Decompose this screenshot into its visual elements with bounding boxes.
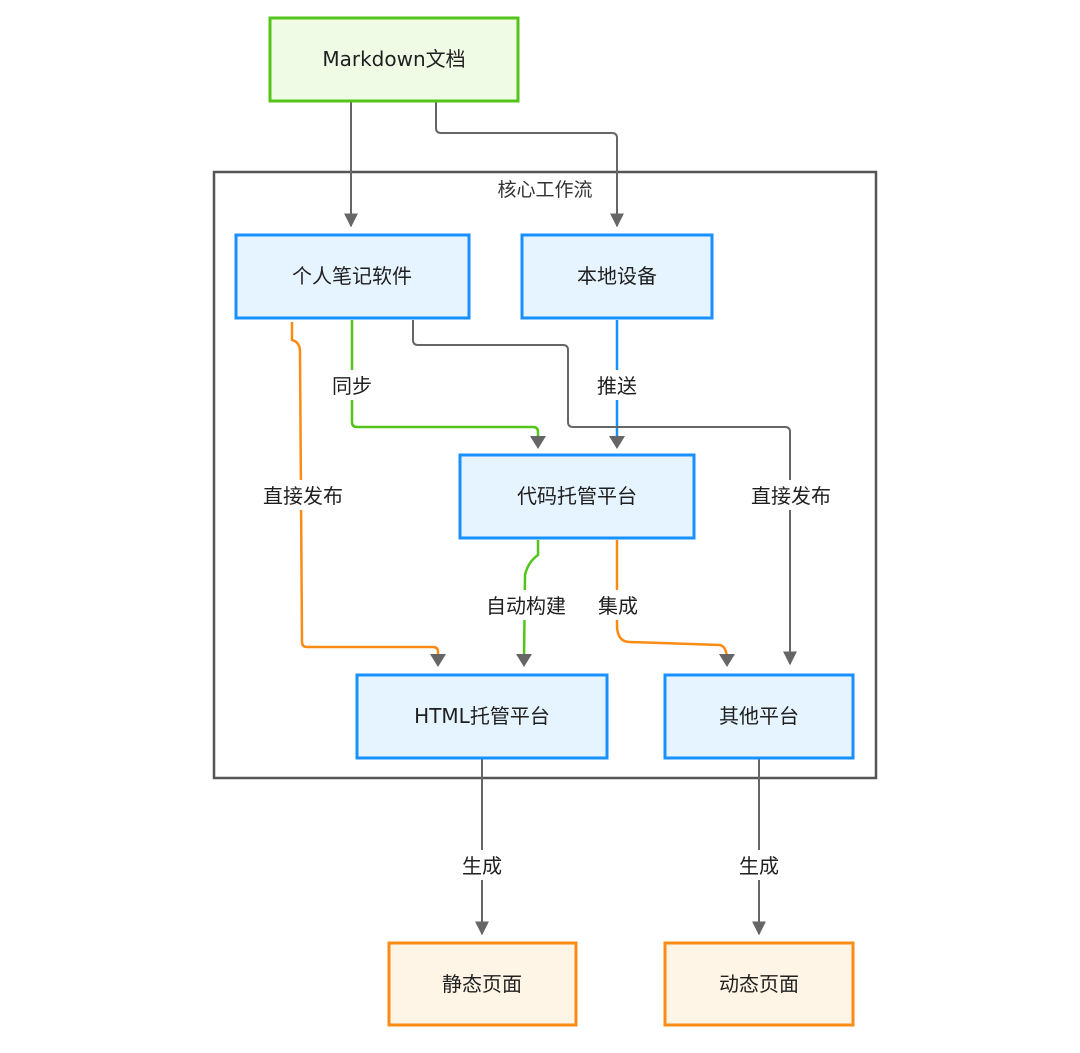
edge-label-publish-right: 直接发布 [751, 484, 831, 508]
edge-label-publish-left: 直接发布 [263, 484, 343, 508]
node-repo-label: 代码托管平台 [517, 484, 637, 508]
edge-publish-left [290, 322, 440, 662]
edge-label-push: 推送 [597, 374, 637, 398]
edge-label-integrate: 集成 [598, 594, 638, 618]
node-dynamic-label: 动态页面 [719, 972, 799, 996]
edges [290, 102, 797, 936]
edge-integrate [615, 540, 729, 661]
node-local: 本地设备 [520, 233, 714, 320]
node-other-label: 其他平台 [719, 704, 799, 728]
node-repo: 代码托管平台 [458, 453, 696, 540]
node-static: 静态页面 [387, 941, 578, 1027]
core-workflow-group: 核心工作流 [212, 170, 878, 780]
edge-sync [350, 320, 540, 446]
node-html-host-label: HTML托管平台 [414, 704, 550, 728]
edge-label-auto-build: 自动构建 [486, 594, 566, 618]
edge-auto-build [522, 540, 540, 661]
node-other: 其他平台 [663, 673, 855, 760]
edge-label-sync: 同步 [332, 374, 372, 398]
edge-publish-right [412, 320, 797, 666]
node-local-label: 本地设备 [577, 264, 657, 288]
node-html-host: HTML托管平台 [355, 673, 609, 760]
node-markdown: Markdown文档 [268, 16, 520, 103]
group-title: 核心工作流 [497, 179, 592, 201]
nodes: Markdown文档 个人笔记软件 本地设备 代码托管平台 HTML托管平台 其… [234, 16, 855, 1027]
edge-label-gen-dynamic: 生成 [739, 854, 779, 878]
edge-label-gen-static: 生成 [462, 854, 502, 878]
edge-labels: 同步 推送 直接发布 直接发布 自动构建 集成 生成 生成 [255, 370, 839, 880]
node-dynamic: 动态页面 [663, 941, 855, 1027]
node-notes: 个人笔记软件 [234, 233, 471, 320]
node-markdown-label: Markdown文档 [322, 47, 465, 71]
node-notes-label: 个人笔记软件 [292, 264, 412, 288]
edge-publish-left-arrowhead [430, 654, 446, 667]
edge-push-arrowhead [609, 436, 625, 449]
edge-auto-build-arrowhead [516, 654, 532, 667]
edge-integrate-arrowhead [719, 654, 735, 667]
edge-markdown-to-local [435, 102, 624, 228]
edge-sync-arrowhead [530, 436, 546, 449]
node-static-label: 静态页面 [442, 972, 522, 996]
